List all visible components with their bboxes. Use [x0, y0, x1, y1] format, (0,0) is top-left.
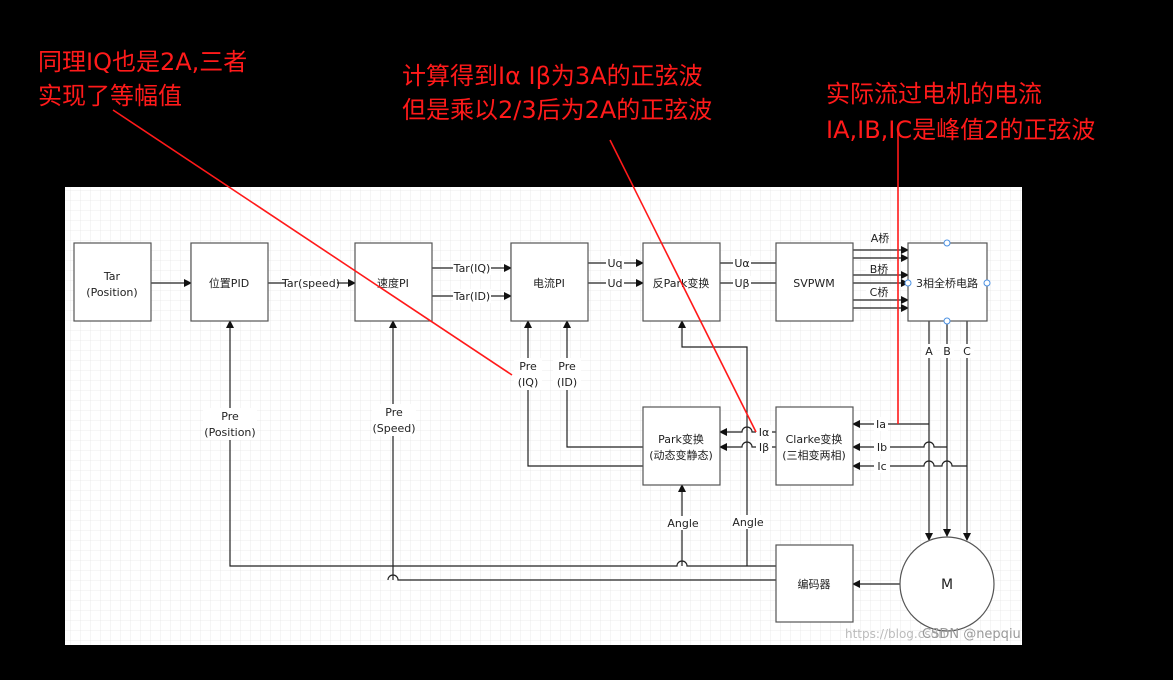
annotation-phase-current: 实际流过电机的电流 IA,IB,IC是峰值2的正弦波	[826, 80, 1095, 144]
signal-label: Tar(IQ)	[453, 262, 491, 275]
watermark-url: https://blog.csdn	[845, 627, 946, 641]
motor-label: M	[941, 577, 953, 593]
signal-label: Angle	[667, 517, 699, 530]
block-label: Park变换	[658, 432, 704, 446]
annotation-iq: 同理IQ也是2A,三者 实现了等幅值	[38, 48, 247, 110]
signal-label: Pre	[221, 410, 239, 423]
signal-label: Uq	[607, 257, 622, 270]
watermark-brand: CSDN @nepqiu	[922, 627, 1021, 642]
block-three-phase-bridge[interactable]: 3相全桥电路	[904, 239, 991, 325]
annotation-text: 但是乘以2/3后为2A的正弦波	[402, 96, 712, 124]
signal-labels: Tar(speed) Tar(IQ) Tar(ID) Uq Ud Uα Uβ A…	[203, 232, 974, 530]
block-tar-position[interactable]: Tar (Position)	[73, 242, 152, 322]
signal-label: A	[925, 345, 933, 358]
connection-handle[interactable]	[943, 317, 951, 325]
signal-label: (Speed)	[372, 422, 415, 435]
block-position-pid[interactable]: 位置PID	[190, 242, 269, 322]
connection-handle[interactable]	[943, 239, 951, 247]
motor[interactable]: M	[899, 536, 995, 632]
block-label: 3相全桥电路	[916, 276, 978, 290]
block-label: Tar	[103, 270, 121, 283]
connection-handle[interactable]	[904, 279, 912, 287]
block-label: (动态变静态)	[649, 448, 713, 462]
signal-label: Tar(speed)	[281, 277, 340, 290]
block-park[interactable]: Park变换 (动态变静态)	[642, 406, 721, 486]
signal-label: C桥	[870, 286, 889, 299]
signal-label: Pre	[519, 360, 537, 373]
annotation-text: 实际流过电机的电流	[826, 80, 1042, 108]
annotation-text: 计算得到Iα Iβ为3A的正弦波	[402, 62, 703, 90]
signal-label: Angle	[732, 516, 764, 529]
signal-label: Pre	[385, 406, 403, 419]
signal-label: (ID)	[557, 376, 577, 389]
annotation-ialpha-ibeta: 计算得到Iα Iβ为3A的正弦波 但是乘以2/3后为2A的正弦波	[402, 62, 712, 124]
block-clarke[interactable]: Clarke变换 (三相变两相)	[775, 406, 854, 486]
signal-label: (IQ)	[518, 376, 539, 389]
signal-label: Ia	[876, 418, 886, 431]
block-label: 速度PI	[377, 276, 409, 290]
block-encoder[interactable]: 编码器	[775, 544, 854, 623]
block-label: Clarke变换	[786, 432, 843, 446]
block-current-pi[interactable]: 电流PI	[510, 242, 589, 322]
signal-label: Iβ	[759, 441, 769, 454]
annotation-text: 同理IQ也是2A,三者	[38, 48, 247, 76]
signal-label: Ic	[877, 460, 886, 473]
block-label: 编码器	[798, 577, 831, 591]
signal-label: B	[943, 345, 951, 358]
signal-label: Tar(ID)	[453, 290, 490, 303]
block-svpwm[interactable]: SVPWM	[775, 242, 854, 322]
signal-label: Pre	[558, 360, 576, 373]
signal-label: (Position)	[204, 426, 255, 439]
block-label: SVPWM	[793, 277, 835, 290]
signal-label: Uα	[734, 257, 749, 270]
connection-handle[interactable]	[983, 279, 991, 287]
signal-label: C	[963, 345, 971, 358]
block-label: (Position)	[86, 286, 137, 299]
annotation-lines	[112, 109, 899, 433]
signal-label: Ud	[607, 277, 622, 290]
annotation-text: 实现了等幅值	[38, 82, 182, 110]
annotation-text: IA,IB,IC是峰值2的正弦波	[826, 116, 1095, 144]
block-label: 位置PID	[209, 276, 249, 290]
signal-label: A桥	[871, 232, 890, 245]
block-label: (三相变两相)	[782, 448, 846, 462]
signal-label: Iα	[759, 426, 770, 439]
block-speed-pi[interactable]: 速度PI	[354, 242, 433, 322]
signal-label: B桥	[870, 263, 889, 276]
signal-label: Uβ	[734, 277, 749, 290]
block-label: 电流PI	[533, 276, 565, 290]
signal-label: Ib	[877, 441, 887, 454]
